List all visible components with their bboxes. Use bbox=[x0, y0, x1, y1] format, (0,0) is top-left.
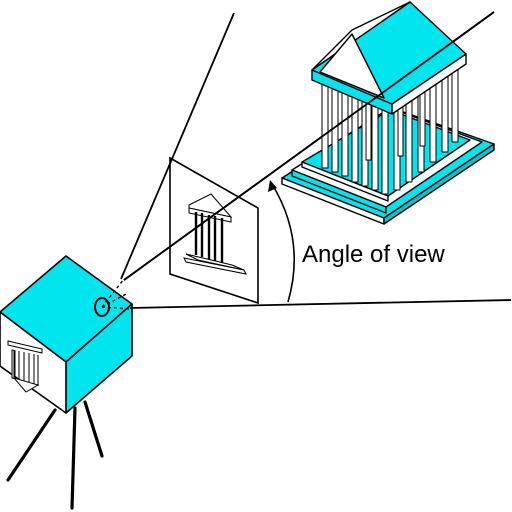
frame-temple-step-2 bbox=[183, 257, 247, 275]
viewfinder-pediment bbox=[12, 377, 40, 393]
viewfinder-base bbox=[7, 340, 43, 354]
tripod bbox=[6, 400, 104, 510]
projection-frame bbox=[169, 156, 259, 305]
angle-arc-curve bbox=[271, 183, 296, 303]
camera-internal-rays bbox=[101, 278, 131, 310]
camera-viewfinder-image bbox=[7, 340, 43, 393]
angle-of-view-label: Angle of view bbox=[302, 241, 445, 268]
frame-temple-image bbox=[183, 193, 247, 275]
temple bbox=[281, 1, 495, 225]
temple-step-bottom-side bbox=[383, 143, 495, 225]
tripod-leg-right bbox=[83, 400, 104, 458]
angle-arc-arrowhead bbox=[268, 180, 277, 192]
ray-upper bbox=[120, 12, 235, 280]
temple-step-top-front bbox=[301, 161, 389, 202]
camera bbox=[0, 255, 133, 414]
tripod-leg-center bbox=[70, 406, 77, 510]
ray-lower bbox=[129, 299, 512, 309]
tripod-leg-left bbox=[6, 408, 57, 482]
temple-step-middle-front bbox=[291, 169, 387, 214]
angle-arc bbox=[268, 180, 296, 303]
temple-pediment-front bbox=[319, 33, 385, 99]
ray-center-overlay bbox=[123, 11, 495, 281]
camera-back-face bbox=[0, 311, 67, 414]
